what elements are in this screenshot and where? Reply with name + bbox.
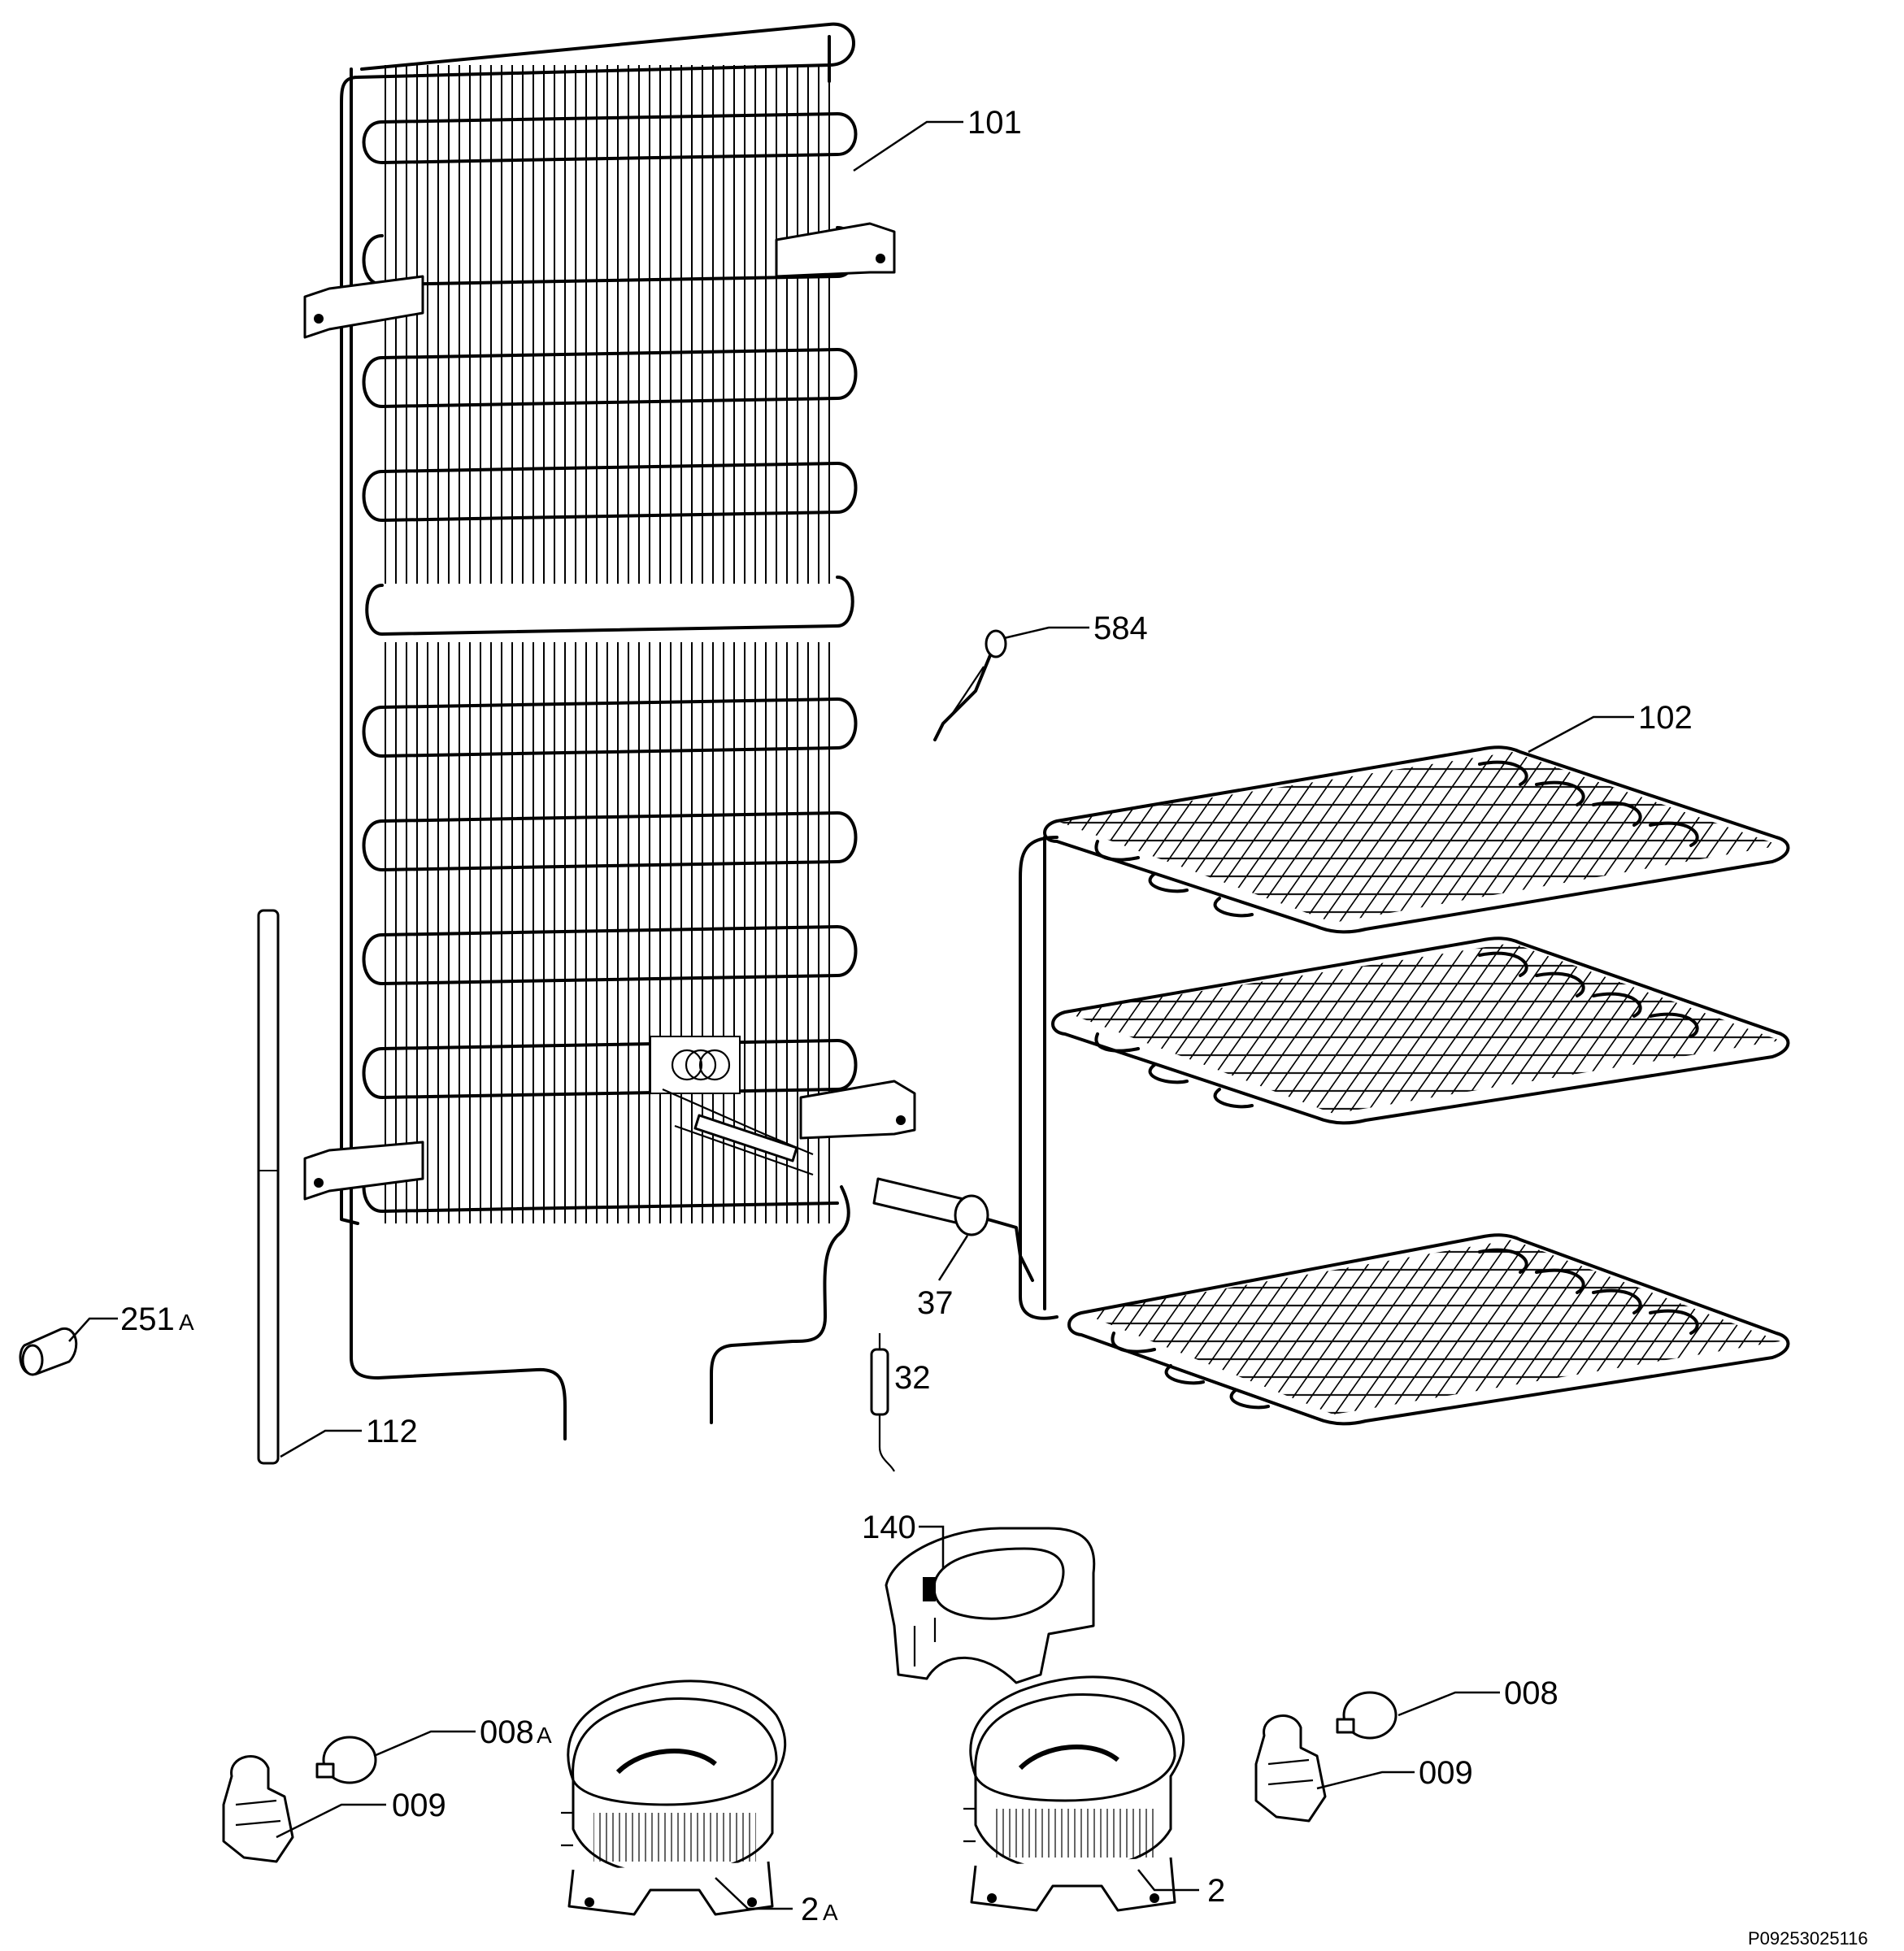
capillary-coil xyxy=(650,1036,741,1094)
label-140: 140 xyxy=(862,1510,916,1545)
evaporator-shelf-bottom xyxy=(1067,1233,1790,1426)
label-251-suffix: A xyxy=(179,1310,194,1335)
drawing-code: P09253025116 xyxy=(1748,1928,1868,1949)
starter-relay-009-left xyxy=(222,1755,294,1863)
part-584 xyxy=(933,629,1007,741)
leader-lines xyxy=(68,120,1634,1910)
condenser-serpentine-lower xyxy=(362,697,858,1213)
condenser-bracket-bottom-right xyxy=(799,1080,916,1140)
overload-protector-008a xyxy=(315,1736,377,1784)
condenser-bracket-top-left xyxy=(303,275,424,339)
condenser-101 xyxy=(303,22,916,1440)
starter-relay-009-right xyxy=(1254,1714,1327,1823)
label-2: 2 xyxy=(1207,1873,1225,1909)
label-008: 008 xyxy=(1504,1675,1558,1711)
condenser-bracket-top-right xyxy=(775,222,896,278)
compressor-2 xyxy=(963,1675,1185,1912)
overload-protector-008 xyxy=(1336,1691,1398,1740)
label-009-left: 009 xyxy=(392,1788,446,1823)
pipe-112 xyxy=(257,909,280,1465)
label-32: 32 xyxy=(894,1360,931,1396)
filter-drier-37 xyxy=(662,1088,1034,1282)
base-tray-140 xyxy=(885,1527,1096,1684)
label-584: 584 xyxy=(1093,611,1148,646)
compressor-2a xyxy=(561,1679,787,1916)
label-008a: 008 xyxy=(480,1714,534,1750)
grommet-251a xyxy=(19,1327,78,1376)
label-009-right: 009 xyxy=(1419,1755,1473,1791)
label-2a-suffix: A xyxy=(823,1900,838,1925)
label-112: 112 xyxy=(366,1414,418,1449)
part-32 xyxy=(870,1333,895,1472)
label-101: 101 xyxy=(967,105,1022,141)
label-37: 37 xyxy=(917,1285,954,1321)
label-008a-suffix: A xyxy=(537,1723,552,1748)
condenser-bracket-bottom-left xyxy=(303,1141,424,1201)
evaporator-shelf-top xyxy=(1043,745,1790,934)
label-102: 102 xyxy=(1638,700,1693,736)
label-2a: 2 xyxy=(801,1892,819,1927)
label-251: 251 xyxy=(120,1301,175,1337)
evaporator-shelf-middle xyxy=(1051,936,1790,1125)
evaporator-102 xyxy=(1019,745,1790,1426)
